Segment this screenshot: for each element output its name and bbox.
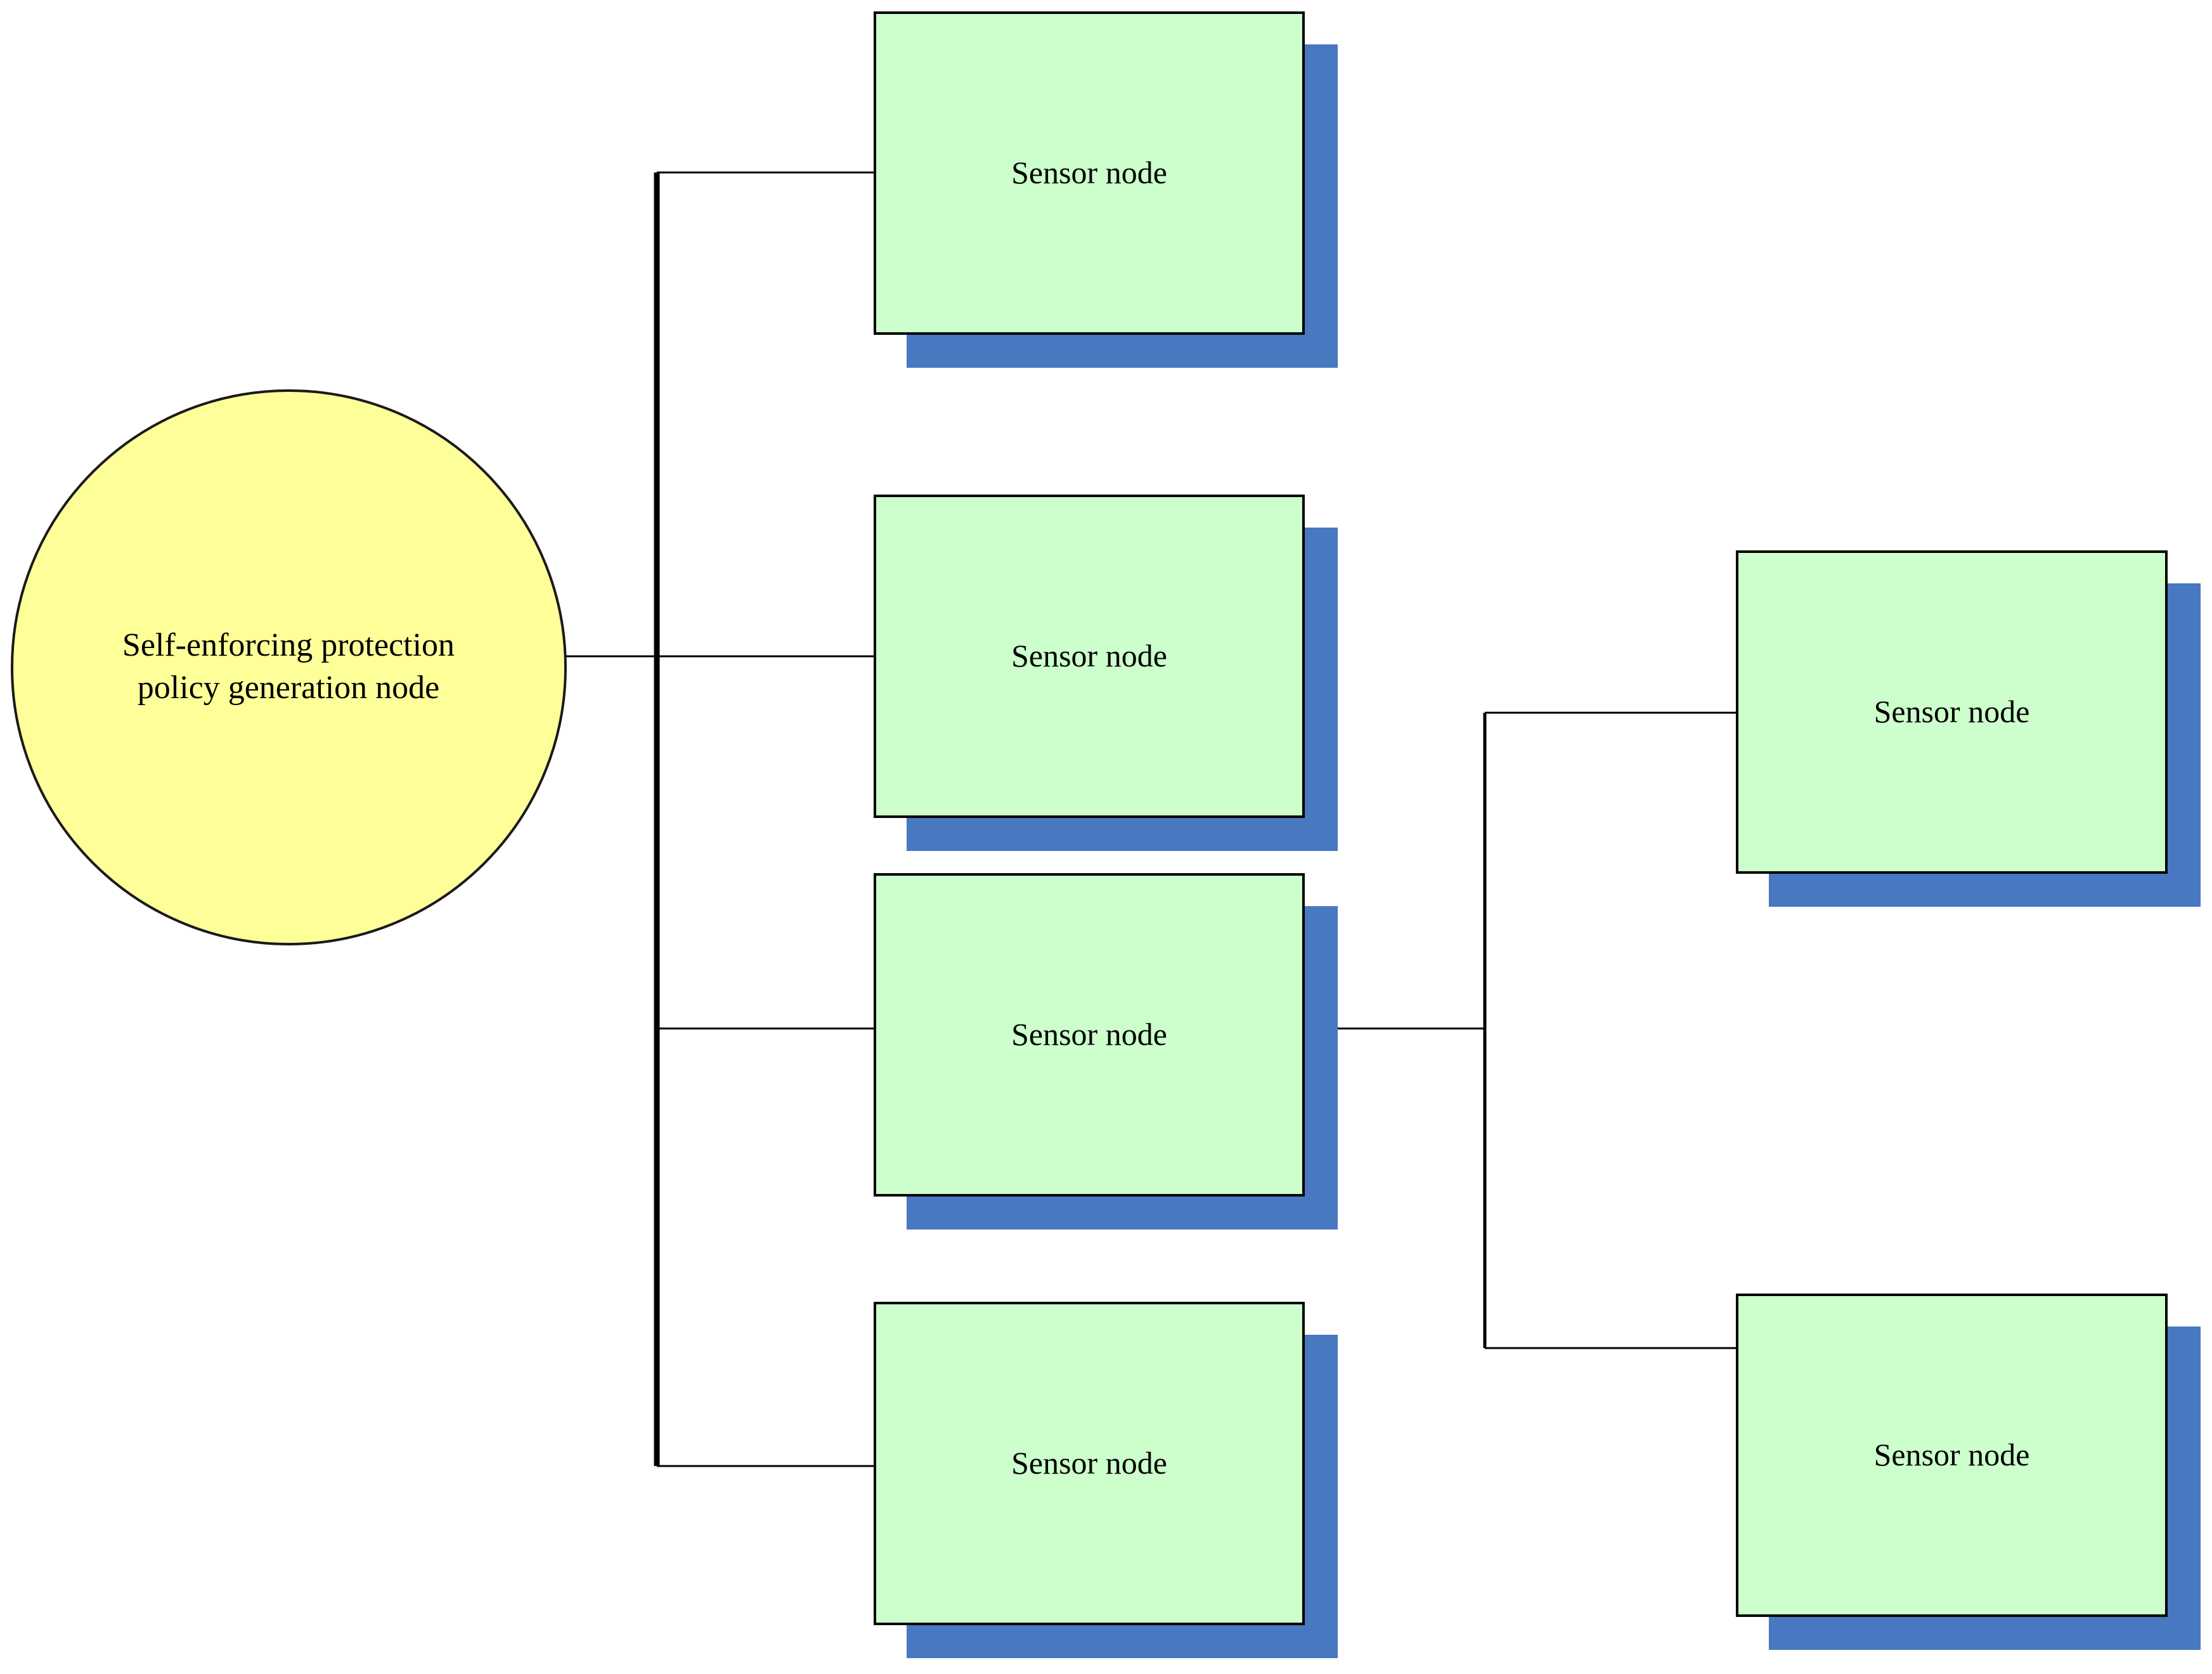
sensor-node-face: Sensor node [874,495,1305,818]
policy-node-label-line-1: Self-enforcing protection [122,627,455,664]
policy-generation-node[interactable]: Self-enforcing protection policy generat… [10,389,567,945]
sensor-node-label: Sensor node [1011,638,1167,674]
policy-node-label-line-2: policy generation node [137,670,440,706]
sensor-node[interactable]: Sensor node [874,11,1338,368]
sensor-node-face: Sensor node [874,11,1305,335]
sensor-node[interactable]: Sensor node [1736,1294,2201,1650]
sensor-node-label: Sensor node [1873,1437,2030,1473]
sensor-node-label: Sensor node [1011,1016,1167,1053]
sensor-node[interactable]: Sensor node [874,495,1338,851]
sensor-node-face: Sensor node [1736,550,2168,874]
sensor-node[interactable]: Sensor node [874,873,1338,1230]
sensor-node-label: Sensor node [1011,1445,1167,1481]
policy-generation-node-label: Self-enforcing protection policy generat… [122,625,455,709]
sensor-node-face: Sensor node [1736,1294,2168,1617]
sensor-node[interactable]: Sensor node [1736,550,2201,907]
sensor-node[interactable]: Sensor node [874,1302,1338,1658]
sensor-node-face: Sensor node [874,1302,1305,1625]
sensor-node-face: Sensor node [874,873,1305,1197]
sensor-node-label: Sensor node [1873,694,2030,730]
sensor-node-label: Sensor node [1011,155,1167,191]
